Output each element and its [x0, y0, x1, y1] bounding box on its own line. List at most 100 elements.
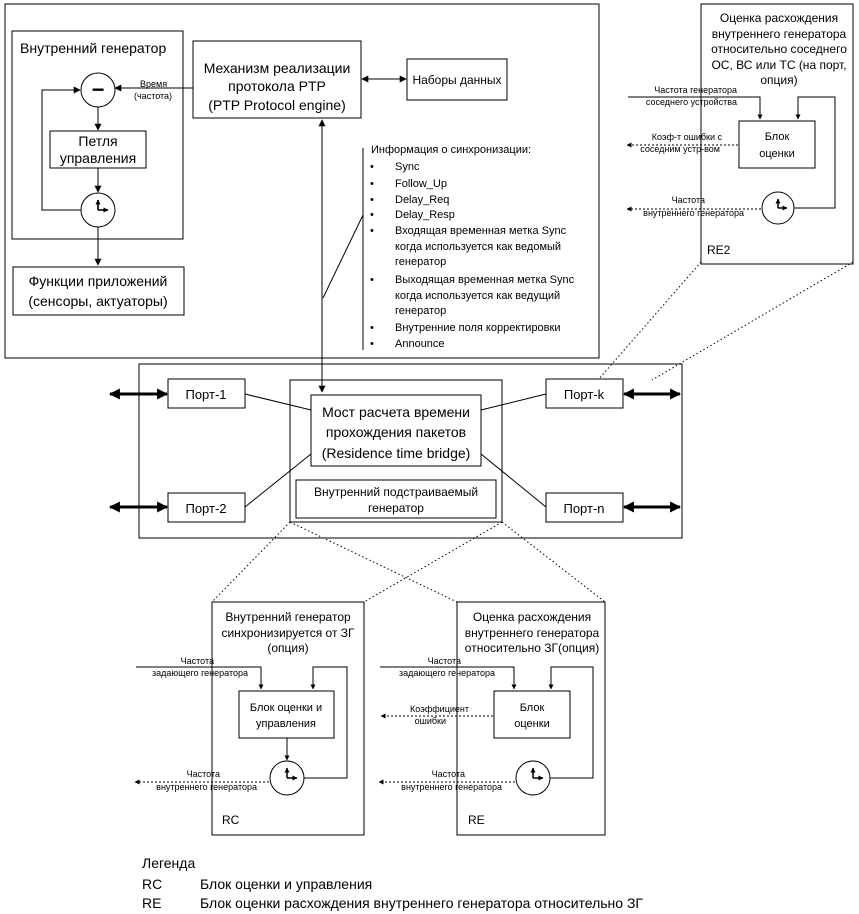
applications-block: Функции приложений (сенсоры, актуаторы) — [12, 266, 185, 316]
re-master-frequency-2: задающего генератора — [399, 668, 495, 678]
rc-master-frequency-2: задающего генератора — [152, 668, 248, 678]
time-frequency-label-1: Время — [140, 79, 167, 89]
bullet-announce: • — [370, 338, 374, 350]
tunable-oscillator: Внутренний подстраиваемый генератор — [295, 479, 497, 519]
bridge-section: Мост расчета времени прохождения пакетов… — [108, 363, 683, 539]
rc-control-box — [238, 690, 335, 739]
re-master-frequency-1: Частота — [428, 656, 461, 666]
re2-block-label-1: Блок — [765, 131, 790, 143]
sync-item-follow-up: Follow_Up — [395, 178, 447, 190]
bullet-egress-timestamp: • — [370, 274, 374, 286]
ptp-engine-label-3: (PTP Protocol engine) — [208, 97, 345, 113]
sync-item-egress-line-3: генератор — [395, 305, 446, 317]
bullet-ingress-timestamp: • — [370, 225, 374, 237]
re2-oscillator-clock-icon — [761, 191, 795, 225]
re-coef-label-1: Коэффициент — [410, 704, 469, 714]
sync-item-egress-line-1: Выходящая временная метка Sync — [395, 274, 575, 286]
rc-block: Внутренний генератор синхронизируется от… — [134, 601, 365, 836]
re2-tag: RE2 — [707, 243, 731, 257]
re-out-frequency-2: внутреннего генератора — [401, 782, 502, 792]
port-n-label: Порт-n — [563, 501, 604, 516]
top-frame — [4, 3, 600, 359]
re2-title-3: относительно соседнего — [711, 42, 847, 56]
rc-out-frequency-1: Частота — [187, 769, 220, 779]
re2-title-4: ОС, ВС или ТС (на порт, — [711, 58, 846, 72]
re2-block: Оценка расхождения внутреннего генератор… — [626, 3, 854, 265]
legend-rc-text: Блок оценки и управления — [200, 876, 372, 892]
port-n: Порт-n — [545, 492, 624, 523]
rc-block-label-1: Блок оценки и — [250, 702, 322, 714]
bullet-delay-resp: • — [370, 209, 374, 221]
sync-info-list: Информация о синхронизации: • Sync • Fol… — [370, 144, 575, 350]
re2-neighbor-frequency-1: Частота генератора — [654, 85, 737, 95]
residence-label-1: Мост расчета времени — [322, 404, 470, 420]
sync-info-title: Информация о синхронизации: — [371, 144, 531, 156]
re2-title-5: опция) — [760, 73, 797, 87]
re2-coef-label-1: Коэф-т ошибки с — [652, 132, 723, 142]
oscillator-clock-icon — [80, 192, 116, 228]
rc-title-1: Внутренний генератор — [225, 610, 351, 624]
time-frequency-label-2: (частота) — [134, 91, 172, 101]
legend-title: Легенда — [142, 855, 195, 871]
port-1-label: Порт-1 — [185, 387, 226, 402]
bullet-sync: • — [370, 161, 374, 173]
internal-oscillator-block: Внутренний генератор − Петля управления … — [11, 30, 184, 240]
re-out-frequency-1: Частота — [432, 769, 465, 779]
bullet-correction-fields: • — [370, 322, 374, 334]
bullet-follow-up: • — [370, 178, 374, 190]
sync-item-delay-req: Delay_Req — [395, 194, 449, 206]
rc-oscillator-clock-icon — [269, 760, 305, 796]
re-block: Оценка расхождения внутреннего генератор… — [378, 601, 606, 836]
legend: Легенда RC Блок оценки и управления RE Б… — [142, 855, 643, 911]
control-loop-label-1: Петля — [78, 133, 117, 149]
rc-block-label-2: управления — [256, 718, 316, 730]
re-block-label-1: Блок — [520, 702, 545, 714]
rc-tag: RC — [222, 813, 240, 827]
re-oscillator-clock-icon — [515, 760, 551, 796]
sync-item-delay-resp: Delay_Resp — [395, 209, 455, 221]
internal-oscillator-title: Внутренний генератор — [20, 40, 166, 56]
rc-out-frequency-2: внутреннего генератора — [156, 782, 257, 792]
re-title-2: внутреннего генератора — [465, 626, 600, 640]
top-section: Внутренний генератор − Петля управления … — [4, 3, 600, 393]
ptp-engine-label-2: протокола PTP — [228, 78, 326, 94]
port-1: Порт-1 — [167, 378, 246, 409]
re-coef-label-2: ошибки — [415, 716, 446, 726]
rc-title-2: синхронизируется от ЗГ — [221, 626, 355, 640]
datasets-label: Наборы данных — [412, 73, 501, 87]
sync-item-ingress-line-2: когда используется как ведомый — [395, 241, 561, 253]
sync-item-egress-line-2: когда используется как ведущий — [395, 290, 560, 302]
port-2-label: Порт-2 — [185, 501, 226, 516]
re2-out-frequency-1: Частота — [672, 195, 705, 205]
legend-re-abbr: RE — [142, 895, 161, 911]
datasets-block: Наборы данных — [406, 58, 508, 101]
port-k: Порт-k — [545, 378, 624, 409]
sync-item-ingress-line-3: генератор — [395, 256, 446, 268]
sync-item-announce: Announce — [395, 338, 445, 350]
rc-master-frequency-1: Частота — [181, 656, 214, 666]
rc-title-3: (опция) — [267, 641, 308, 655]
port-2: Порт-2 — [167, 492, 246, 523]
sync-item-sync: Sync — [395, 161, 420, 173]
re2-title-1: Оценка расхождения — [720, 11, 838, 25]
residence-time-bridge: Мост расчета времени прохождения пакетов… — [310, 394, 482, 467]
tunable-label-2: генератор — [368, 501, 424, 515]
re-title-3: относительно ЗГ(опция) — [465, 641, 599, 655]
legend-rc-abbr: RC — [142, 876, 162, 892]
re-title-1: Оценка расхождения — [473, 610, 591, 624]
residence-label-3: (Residence time bridge) — [322, 445, 471, 461]
sync-item-ingress-line-1: Входящая временная метка Sync — [395, 225, 567, 237]
re2-title-2: внутреннего генератора — [712, 27, 847, 41]
control-loop-label-2: управления — [60, 150, 136, 166]
re-tag: RE — [468, 813, 485, 827]
legend-re-text: Блок оценки расхождения внутреннего гене… — [200, 895, 643, 911]
tunable-label-1: Внутренний подстраиваемый — [314, 485, 478, 499]
applications-label-1: Функции приложений — [29, 273, 168, 289]
port-k-label: Порт-k — [564, 387, 605, 402]
re2-neighbor-frequency-2: соседнего устройства — [646, 97, 737, 107]
re2-estimation-box — [738, 120, 816, 169]
residence-label-2: прохождения пакетов — [326, 424, 466, 440]
re2-coef-label-2: соседним устр-вом — [640, 144, 720, 154]
re-block-label-2: оценки — [514, 718, 549, 730]
